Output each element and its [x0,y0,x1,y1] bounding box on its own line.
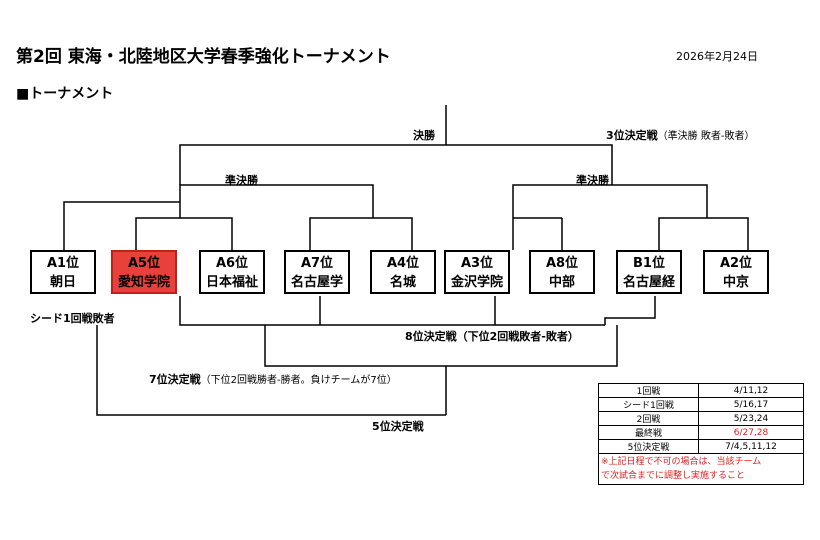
table-row: ※上記日程で不可の場合は、当該チームで次試合までに調整し実施すること [598,453,804,485]
team-seed: A6位 [215,256,249,271]
team-seed: A7位 [300,256,334,271]
semifinal-left-label: 準決勝 [225,174,258,187]
section-heading: ■トーナメント [16,86,114,102]
team-name: 日本福祉 [205,275,258,290]
fifth-place-label: 5位決定戦 [372,420,424,433]
seventh-place-label: 7位決定戦（下位2回戦勝者-勝者。負けチームが7位） [149,371,397,387]
team-name: 金沢学院 [450,275,503,290]
schedule-dates: 5/16,17 [698,397,804,412]
schedule-round: 最終戦 [598,425,699,440]
team-seed: A8位 [545,256,579,271]
page-title: 第2回 東海・北陸地区大学春季強化トーナメント [16,47,391,67]
team-seed: A1位 [46,256,80,271]
team-name: 愛知学院 [117,275,170,290]
semifinal-right-label: 準決勝 [576,174,609,187]
schedule-round: 5位決定戦 [598,439,699,454]
schedule-round: 2回戦 [598,411,699,426]
final-label: 決勝 [413,129,435,142]
schedule-round: シード1回戦 [598,397,699,412]
team-seed: B1位 [633,256,665,271]
team-seed: A3位 [460,256,494,271]
team-name: 名古屋経 [622,275,675,290]
seventh-place-title: 7位決定戦 [149,373,201,386]
schedule-note-line: ※上記日程で不可の場合は、当該チーム [601,457,762,467]
third-place-title: 3位決定戦 [606,129,658,142]
date-label: 2026年2月24日 [676,50,758,63]
team-box-5: A3位金沢学院 [444,250,510,294]
schedule-dates: 7/4,5,11,12 [698,439,804,454]
team-box-3: A7位名古屋学 [284,250,350,294]
schedule-dates: 4/11,12 [698,383,804,398]
team-seed: A5位 [127,256,161,271]
team-box-0: A1位朝日 [30,250,96,294]
team-seed: A4位 [386,256,420,271]
team-name: 名古屋学 [290,275,343,290]
team-box-6: A8位中部 [529,250,595,294]
third-place-label: 3位決定戦（準決勝 敗者-敗者） [606,127,754,143]
schedule-note-line: で次試合までに調整し実施すること [601,471,746,481]
schedule-dates: 6/27,28 [698,425,804,440]
team-name: 中部 [548,275,575,290]
schedule-dates: 5/23,24 [698,411,804,426]
seventh-place-note: （下位2回戦勝者-勝者。負けチームが7位） [200,375,397,386]
team-name: 中京 [722,275,749,290]
schedule-note: ※上記日程で不可の場合は、当該チームで次試合までに調整し実施すること [598,453,804,485]
eighth-place-label: 8位決定戦（下位2回戦敗者-敗者） [405,330,579,343]
team-box-1: A5位愛知学院 [111,250,177,294]
team-box-7: B1位名古屋経 [616,250,682,294]
team-box-4: A4位名城 [370,250,436,294]
team-name: 朝日 [49,275,76,290]
seed-loser-label: シード1回戦敗者 [30,312,115,325]
team-name: 名城 [389,275,416,290]
team-box-8: A2位中京 [703,250,769,294]
team-seed: A2位 [719,256,753,271]
schedule-round: 1回戦 [598,383,699,398]
team-box-2: A6位日本福祉 [199,250,265,294]
third-place-note: （準決勝 敗者-敗者） [657,131,755,142]
